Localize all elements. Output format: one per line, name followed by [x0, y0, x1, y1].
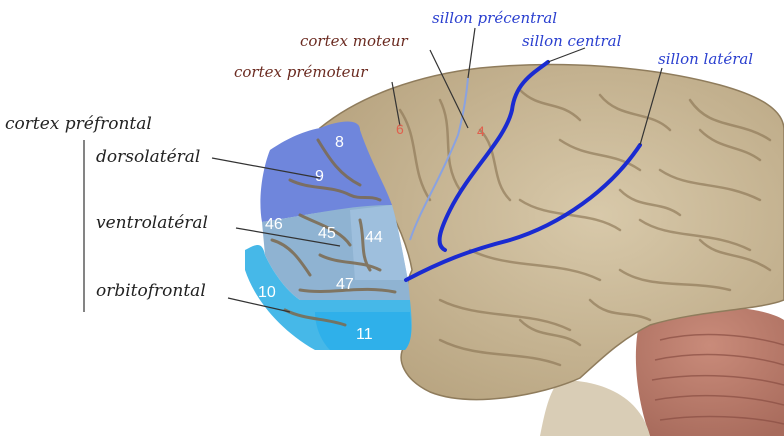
label-motor-cortex: cortex moteur: [300, 32, 409, 50]
area-10-label: 10: [258, 284, 276, 301]
area-11-label: 11: [356, 326, 373, 343]
label-orbitofrontal: orbitofrontal: [96, 281, 206, 301]
label-premotor-cortex: cortex prémoteur: [234, 63, 368, 81]
lateral-sulcus-line: [404, 143, 642, 282]
central-sulcus-line: [437, 60, 550, 252]
prefrontal-sulci: [270, 138, 397, 327]
area-6-label: 6: [396, 121, 404, 137]
brain-hemisphere: [318, 63, 784, 401]
brainstem-shape: [540, 380, 650, 436]
label-dorsolateral: dorsolatéral: [96, 147, 200, 167]
label-ventrolateral: ventrolatéral: [96, 213, 208, 233]
label-precentral-sulcus: sillon précentral: [432, 9, 557, 27]
area-44-label: 44: [365, 229, 383, 246]
label-central-sulcus: sillon central: [522, 32, 622, 50]
cerebellum-shape: [635, 306, 784, 436]
cerebellum-folds: [651, 333, 784, 425]
area-8-label: 8: [335, 134, 344, 151]
brain-gyri: [358, 88, 772, 367]
area-9-label: 9: [315, 168, 324, 185]
area-46-label: 46: [265, 216, 283, 233]
area-45-label: 45: [318, 225, 336, 242]
label-lateral-sulcus: sillon latéral: [658, 50, 753, 68]
leader-lines: [83, 27, 663, 313]
area-4-label: 4: [477, 123, 485, 139]
region-area11: [315, 312, 412, 350]
area-47-label: 47: [336, 276, 354, 293]
label-prefrontal-cortex: cortex préfrontal: [5, 114, 152, 134]
precentral-sulcus-line: [409, 77, 469, 241]
